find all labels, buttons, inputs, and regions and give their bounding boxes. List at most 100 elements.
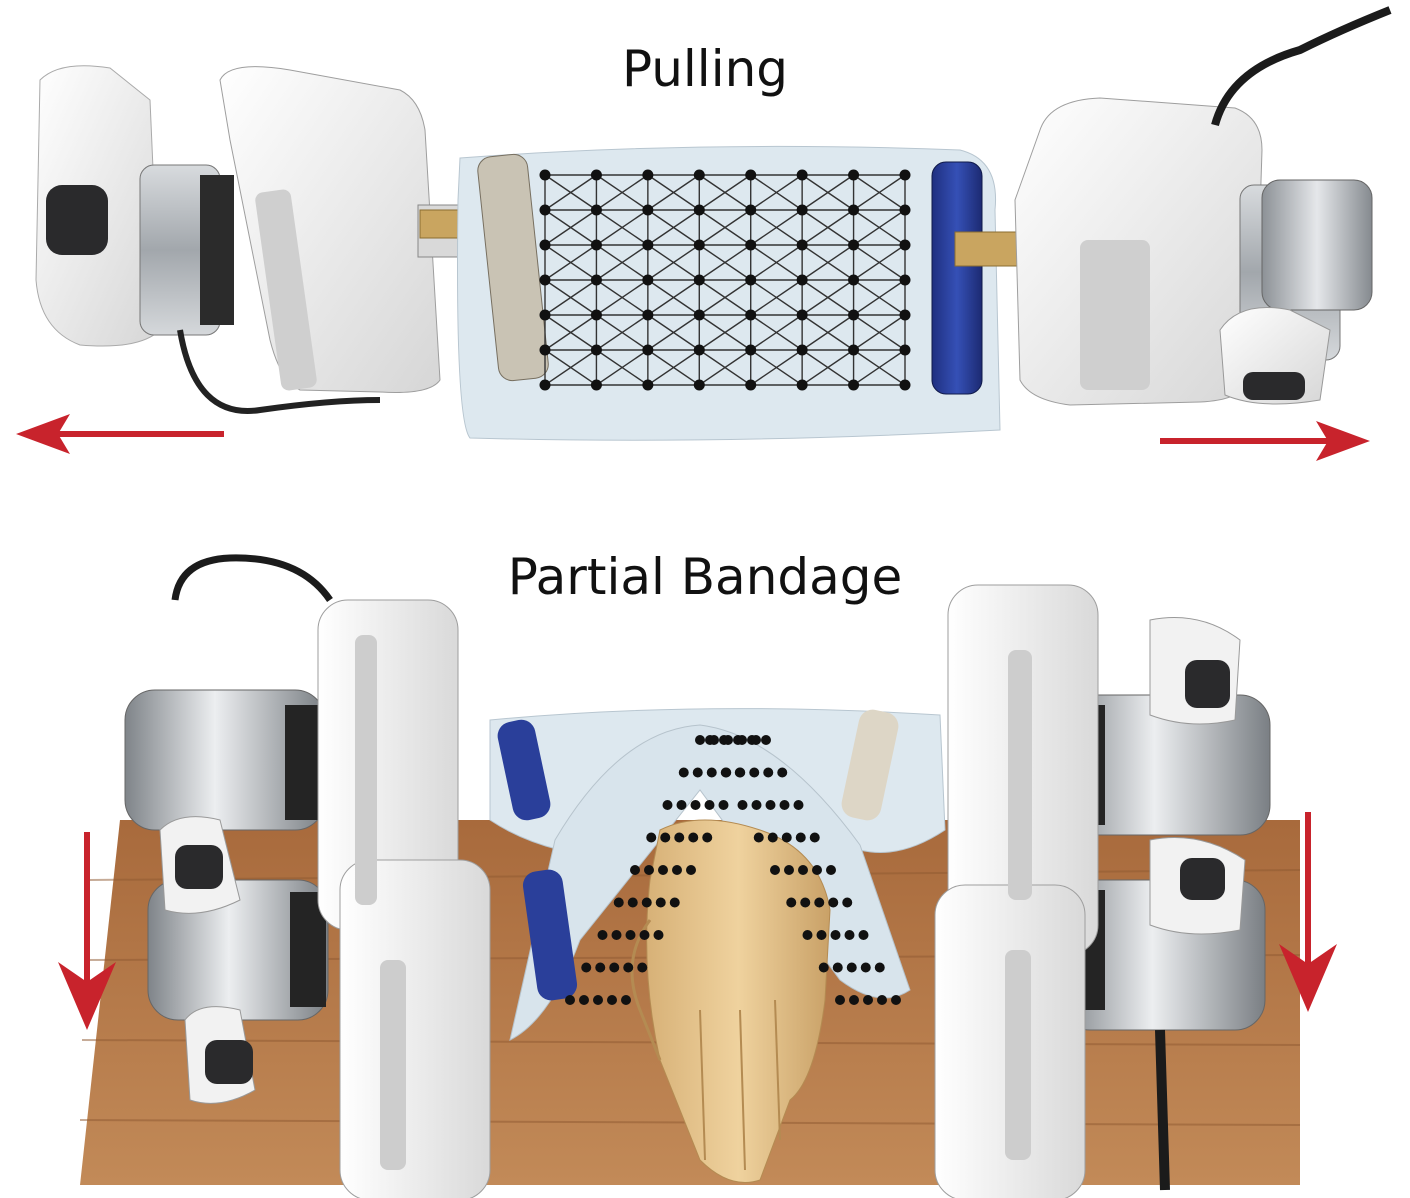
tracking-marker [844,930,855,940]
tracking-marker [765,800,776,810]
tracking-marker [623,962,634,973]
tracking-marker [607,995,617,1005]
tracking-marker [590,344,602,356]
tracking-marker [798,865,808,875]
tracking-marker [658,865,668,875]
tracking-marker [718,800,729,810]
tracking-marker [796,309,808,321]
tracking-marker [796,204,808,216]
tracking-marker [796,169,808,181]
tracking-marker [858,930,869,940]
tracking-marker [590,169,602,181]
tracking-marker [848,274,860,286]
tracking-marker [642,204,654,216]
tracking-marker [812,865,822,875]
tracking-marker [770,865,780,875]
tracking-marker [693,379,705,391]
tracking-marker [767,832,778,843]
tracking-marker [737,735,747,745]
tracking-marker [539,204,551,216]
tracking-marker [899,239,911,251]
tracking-marker [611,930,622,940]
tracking-marker [690,800,701,810]
tracking-marker [655,897,666,908]
tracking-marker [625,930,636,940]
tracking-marker [590,239,602,251]
tracking-marker [848,204,860,216]
tracking-marker [539,274,551,286]
left-robot-arm [35,65,511,414]
tracking-marker [751,800,762,810]
tracking-marker [642,239,654,251]
tracking-marker [784,865,794,875]
tracking-marker [753,832,764,843]
tracking-marker [830,930,841,940]
tracking-marker [749,767,760,778]
tracking-marker [693,169,705,181]
tracking-marker [642,379,654,391]
tracking-marker [639,930,650,940]
tracking-marker [751,735,761,745]
tracking-marker [709,735,719,745]
tracking-marker [621,995,631,1005]
tracking-marker [848,309,860,321]
tracking-marker [786,897,797,908]
tracking-marker [891,995,901,1005]
tracking-marker [723,735,733,745]
tracking-marker [860,962,871,973]
mannequin-hand [630,819,831,1183]
tracking-marker [590,274,602,286]
tracking-marker [842,897,853,908]
tracking-marker [745,169,757,181]
right-robot-arm [954,6,1392,406]
tracking-marker [678,767,689,778]
tracking-marker [642,309,654,321]
tracking-marker [763,767,774,778]
tracking-marker [644,865,654,875]
tracking-marker [816,930,827,940]
tracking-marker [539,239,551,251]
panel-title-pulling: Pulling [621,40,789,98]
tracking-marker [642,274,654,286]
tracking-marker [676,800,687,810]
tracking-marker [779,800,790,810]
tracking-marker [637,962,648,973]
right-arrow-icon [1160,421,1370,461]
tracking-marker [539,309,551,321]
tracking-marker [662,800,673,810]
tracking-marker [590,309,602,321]
tracking-marker [693,204,705,216]
tracking-marker [828,897,839,908]
tracking-marker [642,344,654,356]
tracking-marker [627,897,638,908]
tracking-marker [848,344,860,356]
tracking-marker [796,344,808,356]
right-robot-arm-bottom [934,584,1271,1198]
tracking-marker [745,309,757,321]
tracking-marker [613,897,624,908]
tracking-marker [745,204,757,216]
tracking-marker [818,962,829,973]
tracking-marker [702,832,713,843]
bandage-draped [489,708,946,1041]
tracking-marker [646,832,657,843]
tracking-marker [539,169,551,181]
tracking-marker [835,995,845,1005]
tracking-marker [832,962,843,973]
tracking-marker [693,274,705,286]
tracking-marker [720,767,731,778]
tracking-marker [899,344,911,356]
tracking-marker [899,169,911,181]
tracking-marker [781,832,792,843]
tracking-marker [565,995,575,1005]
tracking-marker [693,239,705,251]
tracking-marker [590,379,602,391]
tracking-marker [672,865,682,875]
tracking-marker [796,239,808,251]
tracking-marker [693,344,705,356]
tracking-marker [669,897,680,908]
tracking-marker [539,344,551,356]
tracking-marker [692,767,703,778]
bandage-sheet [457,145,1001,441]
tracking-marker [874,962,885,973]
